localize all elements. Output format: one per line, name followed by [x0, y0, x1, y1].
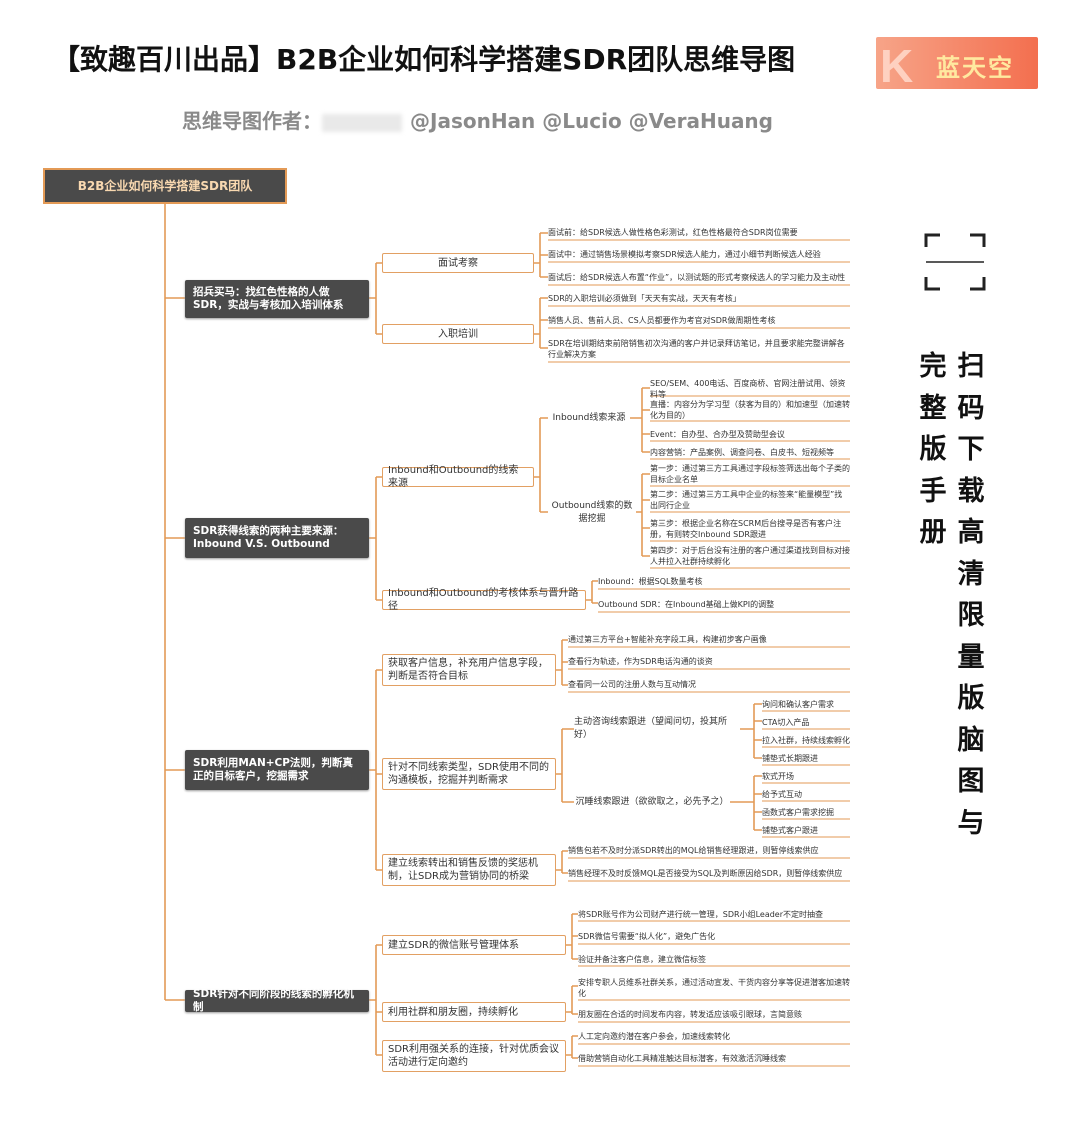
leaf-community-1: 安排专职人员维系社群关系，通过活动宣发、干货内容分享等促进潜客加速转化 [578, 977, 850, 998]
leaf-dormant-3: 函数式客户需求挖掘 [762, 808, 834, 817]
node-reward-mechanism: 建立线索转出和销售反馈的奖惩机制，让SDR成为营销协同的桥梁 [382, 854, 556, 886]
leaf-invitation-2: 借助营销自动化工具精准触达目标潜客，有效激活沉睡线索 [578, 1054, 786, 1063]
leaf-wechat-3: 验证并备注客户信息，建立微信标签 [578, 955, 706, 964]
authors-line: 思维导图作者： @JasonHan @Lucio @VeraHuang [182, 105, 773, 134]
redacted-name [322, 113, 402, 132]
leaf-interview-after: 面试后：给SDR候选人布置“作业”，以测试题的形式考察候选人的学习能力及主动性 [548, 273, 846, 282]
leaf-outbound-1: 第一步：通过第三方工具通过字段标签筛选出每个子类的目标企业名单 [650, 464, 850, 484]
leaf-active-2: CTA切入产品 [762, 718, 810, 727]
logo-letter: K [880, 40, 914, 92]
leaf-assessment-inbound: Inbound：根据SQL数量考核 [598, 577, 703, 586]
mindmap-root: B2B企业如何科学搭建SDR团队 [43, 168, 287, 204]
leaf-community-2: 朋友圈在合适的时间发布内容，转发适应该吸引眼球，言简意赅 [578, 1010, 802, 1019]
side-text-right: 扫码下载高清限量版脑图与 [957, 351, 985, 839]
node-targeted-invitation: SDR利用强关系的连接，针对优质会议活动进行定向邀约 [382, 1040, 566, 1072]
leaf-active-4: 铺垫式长期跟进 [762, 754, 818, 763]
node-community-nurture: 利用社群和朋友圈，持续孵化 [382, 1002, 566, 1022]
node-communication-templates: 针对不同线索类型，SDR使用不同的沟通模板，挖掘并判断需求 [382, 758, 556, 790]
leaf-outbound-3: 第三步：根据企业名称在SCRM后台搜寻是否有客户注册，有则转交Inbound S… [650, 518, 842, 539]
logo-text: 蓝天空 [936, 54, 1014, 82]
leaf-dormant-1: 软式开场 [762, 772, 794, 781]
node-active-inquiry: 主动咨询线索跟进（望闻问切，投其所好） [574, 717, 728, 740]
leaf-onboarding-3: SDR在培训期结束前陪销售初次沟通的客户并记录拜访笔记，并且要求能完整讲解各行业… [548, 339, 845, 359]
side-text-left: 完整版手册 [919, 351, 947, 548]
node-onboarding: 入职培训 [382, 324, 534, 344]
leaf-customer-info-1: 通过第三方平台+智能补充字段工具，构建初步客户画像 [568, 635, 767, 644]
leaf-customer-info-2: 查看行为轨迹，作为SDR电话沟通的谈资 [568, 657, 713, 666]
leaf-onboarding-1: SDR的入职培训必须做到「天天有实战，天天有考核」 [548, 294, 741, 303]
branch-recruiting: 招兵买马：找红色性格的人做SDR，实战与考核加入培训体系 [185, 280, 369, 318]
page-title: 【致趣百川出品】B2B企业如何科学搭建SDR团队思维导图 [52, 43, 796, 76]
node-interview: 面试考察 [382, 253, 534, 273]
node-dormant-leads: 沉睡线索跟进（欲欲取之，必先予之） [575, 796, 729, 807]
leaf-active-3: 拉入社群，持续线索孵化 [762, 736, 850, 745]
branch-man-cp: SDR利用MAN+CP法则，判断真正的目标客户，挖掘需求 [185, 750, 369, 790]
leaf-dormant-4: 铺垫式客户跟进 [762, 826, 818, 835]
branch-nurturing: SDR针对不同阶段的线索的孵化机制 [185, 988, 369, 1013]
leaf-active-1: 询问和确认客户需求 [762, 700, 834, 709]
leaf-inbound-1: SEO/SEM、400电话、百度商桥、官网注册试用、领资料等 [650, 379, 846, 399]
leaf-invitation-1: 人工定向邀约潜在客户参会，加速线索转化 [578, 1032, 730, 1041]
leaf-assessment-outbound: Outbound SDR：在Inbound基础上做KPI的调整 [598, 600, 775, 609]
leaf-inbound-3: Event：自办型、合办型及赞助型会议 [650, 429, 785, 439]
node-customer-info: 获取客户信息，补充用户信息字段，判断是否符合目标 [382, 654, 556, 686]
leaf-inbound-2: 直播：内容分为学习型（获客为目的）和加速型（加速转化为目的） [650, 400, 850, 420]
leaf-onboarding-2: 销售人员、售前人员、CS人员都要作为考官对SDR做周期性考核 [548, 316, 776, 325]
scan-frame-icon [924, 233, 986, 291]
leaf-reward-2: 销售经理不及时反馈MQL是否接受为SQL及判断原因给SDR，则暂停线索供应 [568, 869, 843, 878]
branch-lead-sources: SDR获得线索的两种主要来源：Inbound V.S. Outbound [185, 518, 369, 558]
node-assessment-promotion: Inbound和Outbound的考核体系与晋升路径 [382, 588, 586, 612]
leaf-outbound-4: 第四步：对于后台没有注册的客户通过渠道找到目标对接人并拉入社群持续孵化 [650, 546, 850, 566]
node-lead-sources: Inbound和Outbound的线索来源 [382, 465, 534, 489]
leaf-outbound-2: 第二步：通过第三方工具中企业的标签来“能量模型”找出同行企业 [650, 490, 843, 510]
leaf-dormant-2: 给予式互动 [762, 790, 802, 799]
leaf-wechat-2: SDR微信号需要“拟人化”，避免广告化 [578, 932, 716, 941]
authors-names: @JasonHan @Lucio @VeraHuang [410, 109, 773, 133]
leaf-inbound-4: 内容营销：产品案例、调查问卷、白皮书、短视频等 [650, 447, 834, 457]
authors-label: 思维导图作者： [182, 109, 322, 133]
leaf-reward-1: 销售包若不及时分派SDR转出的MQL给销售经理跟进，则暂停线索供应 [568, 846, 819, 855]
leaf-customer-info-3: 查看同一公司的注册人数与互动情况 [568, 680, 696, 689]
leaf-interview-during: 面试中：通过销售场景模拟考察SDR候选人能力，通过小细节判断候选人经验 [548, 250, 821, 259]
node-inbound-sources: Inbound线索来源 [552, 412, 626, 423]
leaf-wechat-1: 将SDR账号作为公司财产进行统一管理，SDR小组Leader不定时抽查 [578, 910, 824, 919]
leaf-interview-before: 面试前：给SDR候选人做性格色彩测试，红色性格最符合SDR岗位需要 [548, 228, 798, 237]
node-outbound-mining: Outbound线索的数据挖掘 [551, 501, 633, 524]
brand-logo: K 蓝天空 [876, 37, 1038, 92]
node-wechat-management: 建立SDR的微信账号管理体系 [382, 935, 566, 955]
